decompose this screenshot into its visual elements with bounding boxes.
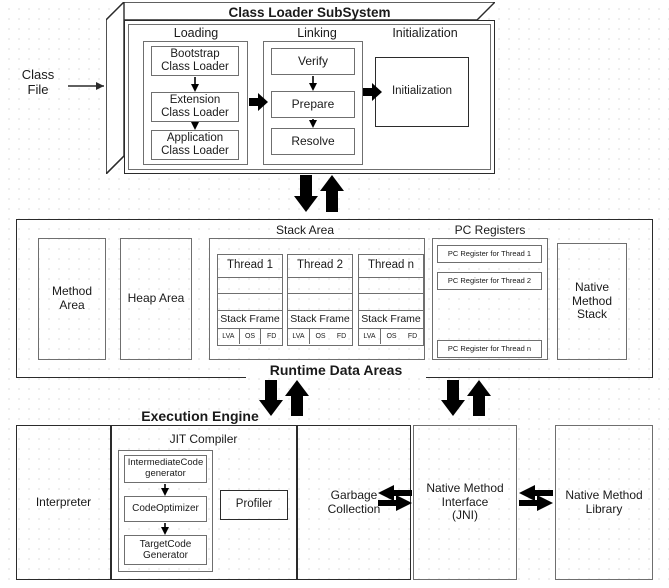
thread-2-empty-slot-2: [288, 294, 352, 311]
resolve-label: Resolve: [291, 133, 335, 148]
heap-area-box[interactable]: Heap Area: [120, 238, 192, 360]
initialization-label: Initialization: [391, 85, 453, 98]
bootstrap-class-loader-box[interactable]: Bootstrap Class Loader: [151, 46, 239, 76]
intermediate-code-generator-box[interactable]: IntermediateCode generator: [124, 455, 207, 483]
verify-label: Verify: [297, 53, 328, 68]
application-class-loader-line1: Application: [166, 131, 224, 144]
verify-box[interactable]: Verify: [271, 48, 355, 75]
interpreter-label: Interpreter: [35, 494, 92, 509]
native-method-library-box[interactable]: Native Method Library: [555, 425, 653, 580]
profiler-box[interactable]: Profiler: [220, 490, 288, 520]
runtime-data-areas-title: Runtime Data Areas: [246, 362, 426, 379]
class-file-label-line2: File: [27, 81, 49, 97]
code-optimizer-label: CodeOptimizer: [132, 503, 199, 515]
thread-2-name: Thread 2: [296, 259, 344, 272]
extension-class-loader-box[interactable]: Extension Class Loader: [151, 92, 239, 122]
class-file-label-line1: Class: [21, 67, 55, 82]
thread-2-box[interactable]: Thread 2 Stack Frame LVA OS FD: [287, 254, 353, 346]
thread-2-cell-os: OS: [315, 333, 326, 340]
native-method-stack-line3: Stack: [576, 307, 607, 322]
target-code-generator-line2: Generator: [142, 550, 189, 561]
thread-n-empty-slot-2: [359, 294, 423, 311]
thread-1-frame-cells: LVA OS FD: [218, 329, 282, 344]
thread-n-cell-fd: FD: [407, 333, 418, 340]
extension-class-loader-line2: Class Loader: [161, 107, 229, 119]
pc-registers-title: PC Registers: [454, 223, 526, 237]
native-method-stack-line2: Method: [571, 293, 613, 308]
method-area-line1: Method: [51, 284, 93, 299]
thread-n-cell-os: OS: [386, 333, 397, 340]
thread-1-empty-slot-1: [218, 278, 282, 294]
thread-1-name: Thread 1: [226, 259, 274, 272]
class-loader-inner-border: [128, 24, 491, 170]
thread-n-cell-lva: LVA: [359, 329, 381, 344]
thread-2-cell-fd: FD: [336, 333, 347, 340]
thread-n-frame-cells: LVA OS FD: [359, 329, 423, 344]
garbage-collection-line1: Garbage: [330, 487, 378, 502]
thread-1-frame-label: Stack Frame: [220, 313, 280, 326]
stack-area-title: Stack Area: [275, 223, 335, 237]
thread-2-empty-slot-1: [288, 278, 352, 294]
phase-title-linking: Linking: [297, 26, 337, 40]
pc-registers-group: [432, 238, 548, 360]
application-class-loader-box[interactable]: Application Class Loader: [151, 130, 239, 160]
pc-register-thread-1-label: PC Register for Thread 1: [447, 248, 532, 258]
thread-n-box[interactable]: Thread n Stack Frame LVA OS FD: [358, 254, 424, 346]
target-code-generator-box[interactable]: TargetCode Generator: [124, 535, 207, 565]
jit-compiler-container: [111, 425, 297, 580]
method-area-line2: Area: [59, 298, 85, 312]
prepare-label: Prepare: [291, 96, 335, 111]
thread-2-cell-lva: LVA: [288, 329, 310, 344]
native-method-stack-line1: Native: [574, 279, 609, 294]
jni-line2: Interface: [441, 494, 489, 509]
thread-1-cell-lva: LVA: [218, 329, 240, 344]
loading-group: [143, 41, 248, 165]
jni-line3: (JNI): [452, 508, 478, 523]
pc-register-thread-n[interactable]: PC Register for Thread n: [437, 340, 542, 358]
native-method-interface-box[interactable]: Native Method Interface (JNI): [413, 425, 517, 580]
stack-area-group: [209, 238, 425, 360]
intermediate-code-generator-line1: IntermediateCode: [127, 457, 204, 469]
native-method-library-line2: Library: [585, 501, 623, 516]
pc-register-thread-2[interactable]: PC Register for Thread 2: [437, 272, 542, 290]
interpreter-box[interactable]: Interpreter: [16, 425, 111, 580]
jit-compiler-title: JIT Compiler: [169, 432, 238, 446]
jit-inner-group: [118, 450, 213, 572]
jni-line1: Native Method: [426, 480, 504, 495]
phase-title-initialization: Initialization: [392, 26, 458, 40]
garbage-collection-line2: Collection: [327, 501, 381, 516]
class-file-label: Class File: [10, 67, 66, 98]
profiler-label: Profiler: [235, 498, 273, 511]
native-method-library-line1: Native Method: [565, 487, 643, 502]
pc-register-thread-1[interactable]: PC Register for Thread 1: [437, 245, 542, 263]
thread-1-empty-slot-2: [218, 294, 282, 311]
thread-n-frame-label: Stack Frame: [361, 313, 421, 326]
thread-1-cell-fd: FD: [267, 333, 277, 340]
thread-2-frame-cells: LVA OS FD: [288, 329, 352, 344]
target-code-generator-line1: TargetCode: [139, 538, 192, 550]
bootstrap-class-loader-line2: Class Loader: [161, 61, 229, 73]
phase-title-loading: Loading: [173, 26, 219, 40]
thread-n-empty-slot-1: [359, 278, 423, 294]
class-loader-title: Class Loader SubSystem: [228, 5, 391, 20]
code-optimizer-box[interactable]: CodeOptimizer: [124, 496, 207, 522]
extension-class-loader-line1: Extension: [169, 93, 221, 106]
intermediate-code-generator-line2: generator: [145, 468, 186, 479]
thread-n-name: Thread n: [367, 259, 415, 272]
thread-1-cell-os: OS: [240, 329, 262, 344]
thread-2-frame-label: Stack Frame: [290, 313, 350, 326]
heap-area-label: Heap Area: [127, 291, 185, 306]
thread-1-box[interactable]: Thread 1 Stack Frame LVA OS FD: [217, 254, 283, 346]
application-class-loader-line2: Class Loader: [161, 145, 229, 157]
native-method-stack-box[interactable]: Native Method Stack: [557, 243, 627, 360]
pc-register-thread-n-label: PC Register for Thread n: [447, 343, 532, 353]
pc-register-thread-2-label: PC Register for Thread 2: [447, 275, 532, 285]
bootstrap-class-loader-line1: Bootstrap: [170, 47, 220, 60]
initialization-box[interactable]: Initialization: [375, 57, 469, 127]
garbage-collection-box[interactable]: Garbage Collection: [297, 425, 411, 580]
execution-engine-title: Execution Engine: [141, 408, 259, 424]
resolve-box[interactable]: Resolve: [271, 128, 355, 155]
method-area-box[interactable]: Method Area: [38, 238, 106, 360]
prepare-box[interactable]: Prepare: [271, 91, 355, 118]
